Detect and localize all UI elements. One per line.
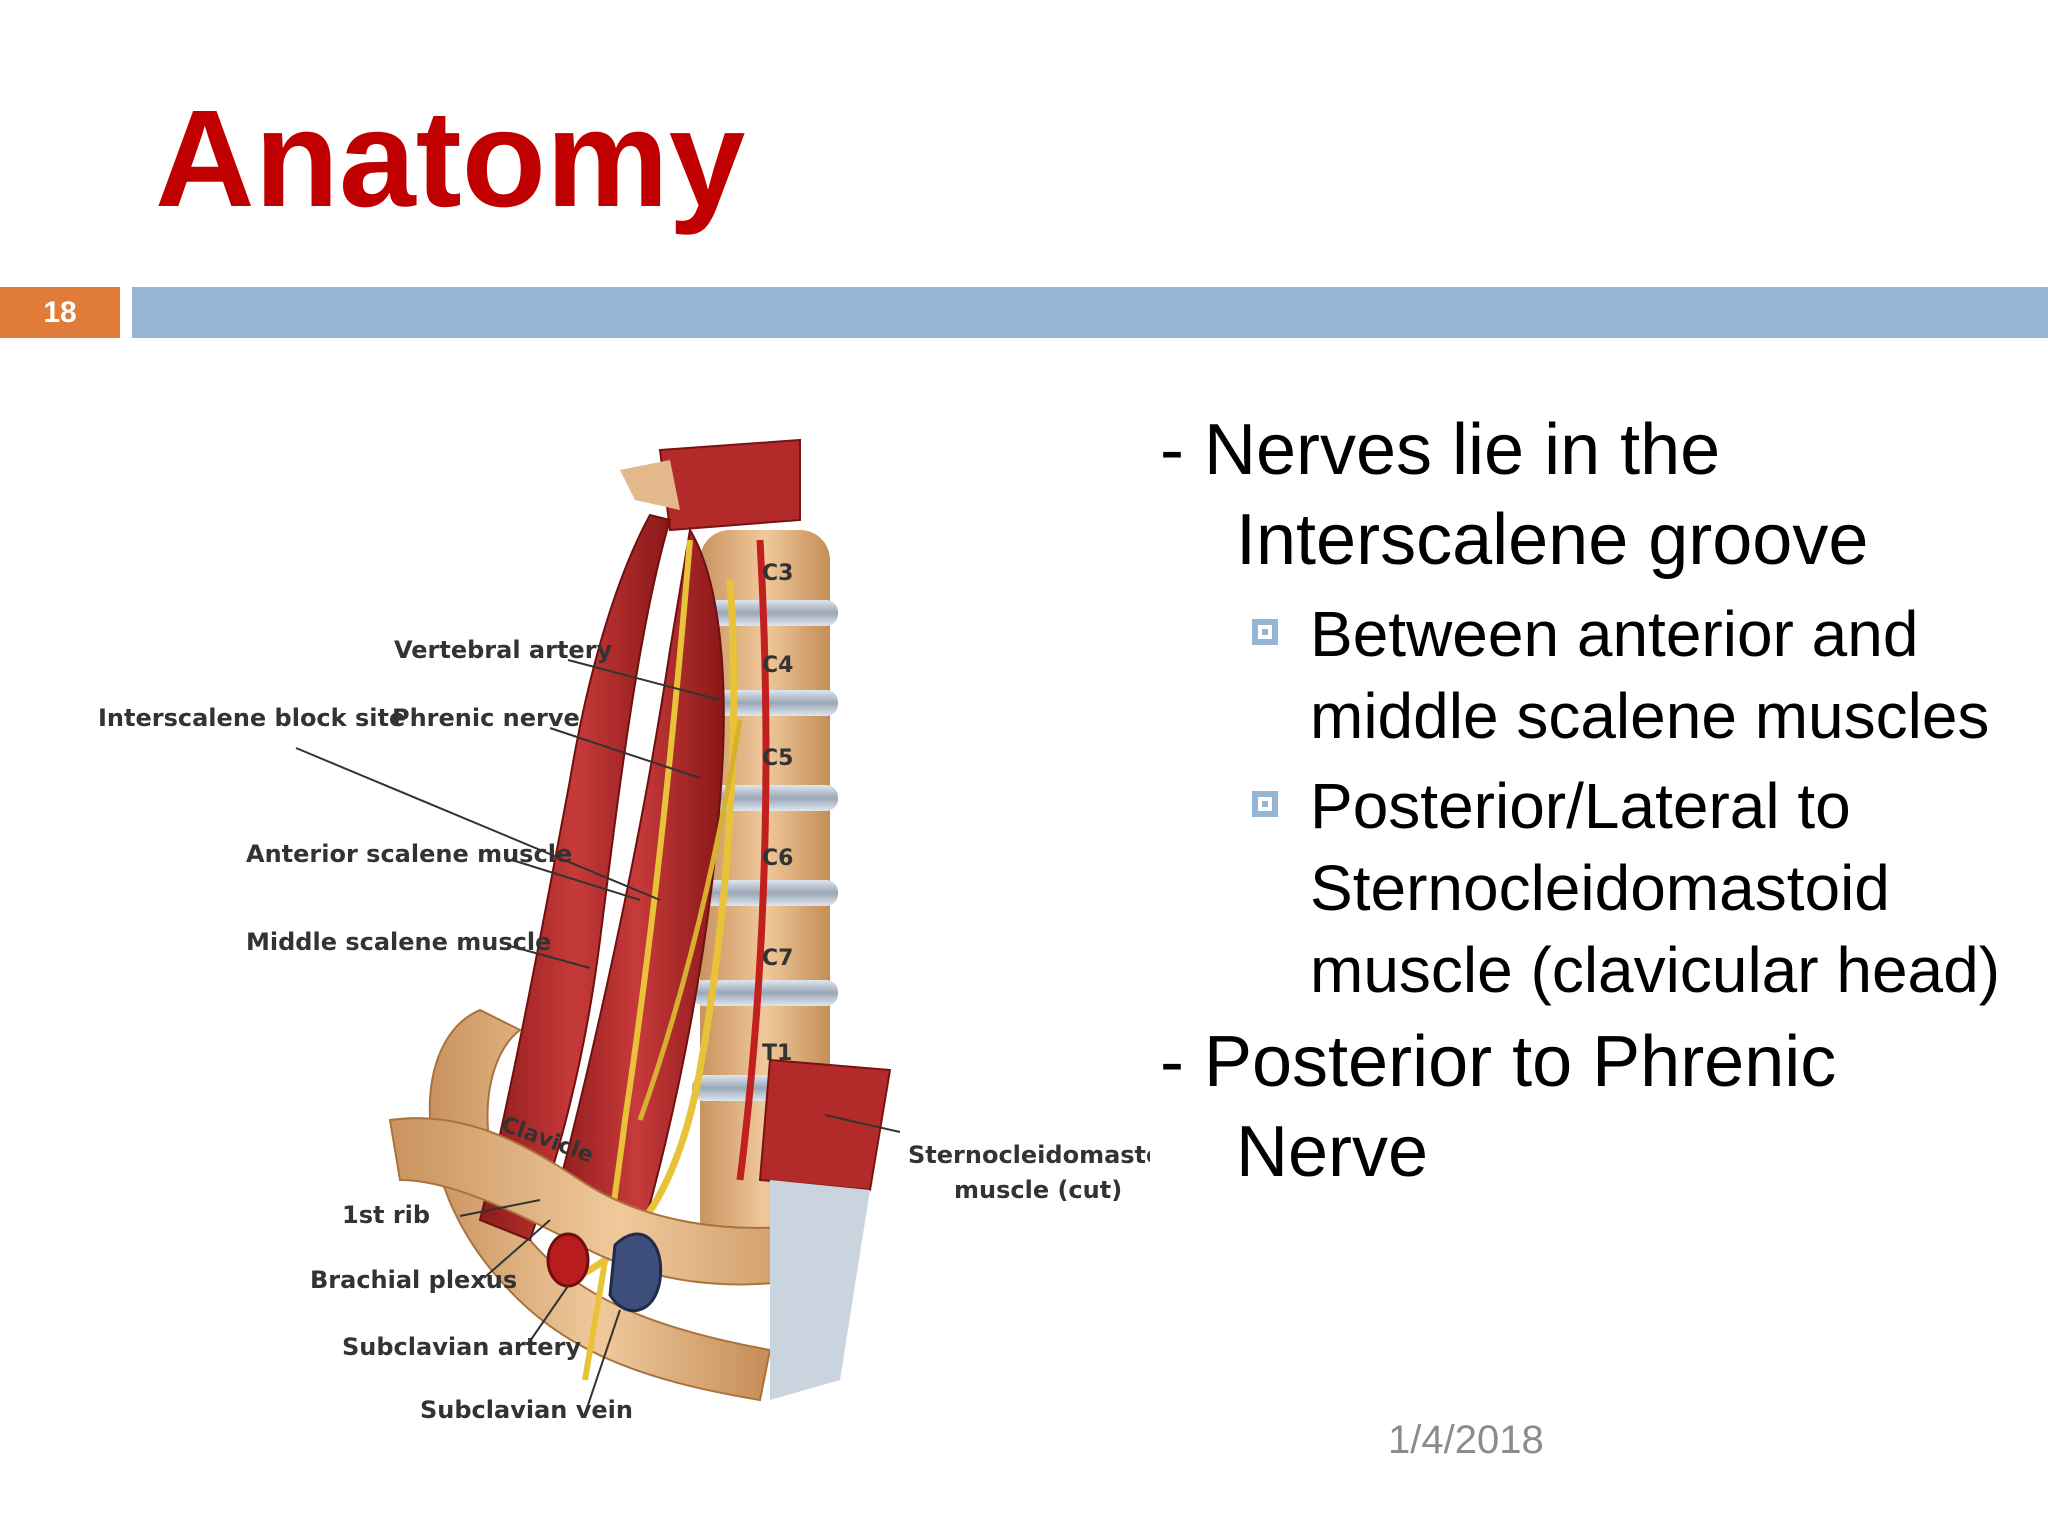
vertebra-label: C4 bbox=[762, 653, 793, 678]
phrenic-nerve-label: Phrenic nerve bbox=[392, 704, 580, 732]
header-band bbox=[132, 287, 2048, 338]
slide-number: 18 bbox=[0, 287, 120, 338]
slide-title: Anatomy bbox=[155, 82, 746, 236]
subclavian-artery-shape bbox=[546, 1232, 590, 1288]
first-rib-label: 1st rib bbox=[342, 1201, 430, 1229]
vertebra-label: T1 bbox=[762, 1041, 792, 1066]
sub-bullet-text: Between anterior and middle scalene musc… bbox=[1310, 598, 1990, 752]
sub-bullet-text: Posterior/Lateral to Sternocleidomastoid… bbox=[1310, 770, 2001, 1006]
scm-label: Sternocleidomastoid bbox=[908, 1141, 1150, 1169]
slide-date: 1/4/2018 bbox=[1388, 1418, 1544, 1462]
vertebral-artery-shape bbox=[736, 539, 770, 1181]
bullet-list: - Nerves lie in the Interscalene groove … bbox=[1160, 405, 2040, 1197]
anterior-scalene-label: Anterior scalene muscle bbox=[246, 840, 572, 868]
bullet-item: - Posterior to Phrenic Nerve bbox=[1160, 1022, 1837, 1192]
vertebra-label: C7 bbox=[762, 946, 793, 971]
anterior-scalene-shape bbox=[478, 513, 672, 1242]
middle-scalene-shape bbox=[548, 527, 725, 1242]
middle-scalene-label: Middle scalene muscle bbox=[246, 928, 551, 956]
interscalene-block-site-label: Interscalene block site bbox=[98, 704, 405, 732]
square-bullet-icon bbox=[1252, 791, 1278, 817]
scm-upper-cut bbox=[658, 438, 801, 532]
subclavian-vein-label: Subclavian vein bbox=[420, 1396, 633, 1424]
vertebra-label: C6 bbox=[762, 846, 793, 871]
sub-bullet-item: Posterior/Lateral to Sternocleidomastoid… bbox=[1160, 765, 2040, 1011]
scm-label-line2: muscle (cut) bbox=[954, 1176, 1122, 1204]
subclavian-vein-shape bbox=[608, 1232, 663, 1313]
vertebra-label: C3 bbox=[762, 561, 793, 586]
bullet-item: - Nerves lie in the Interscalene groove bbox=[1160, 410, 1869, 580]
subclavian-artery-label: Subclavian artery bbox=[342, 1333, 581, 1361]
square-bullet-icon bbox=[1252, 619, 1278, 645]
brachial-plexus-label: Brachial plexus bbox=[310, 1266, 517, 1294]
vertebra-label: C5 bbox=[762, 746, 793, 771]
anatomy-illustration: C3 C4 C5 C6 C7 T1 Vertebral artery Inter… bbox=[98, 438, 1150, 1424]
vertebral-artery-label: Vertebral artery bbox=[394, 636, 613, 664]
sub-bullet-item: Between anterior and middle scalene musc… bbox=[1160, 593, 2040, 757]
